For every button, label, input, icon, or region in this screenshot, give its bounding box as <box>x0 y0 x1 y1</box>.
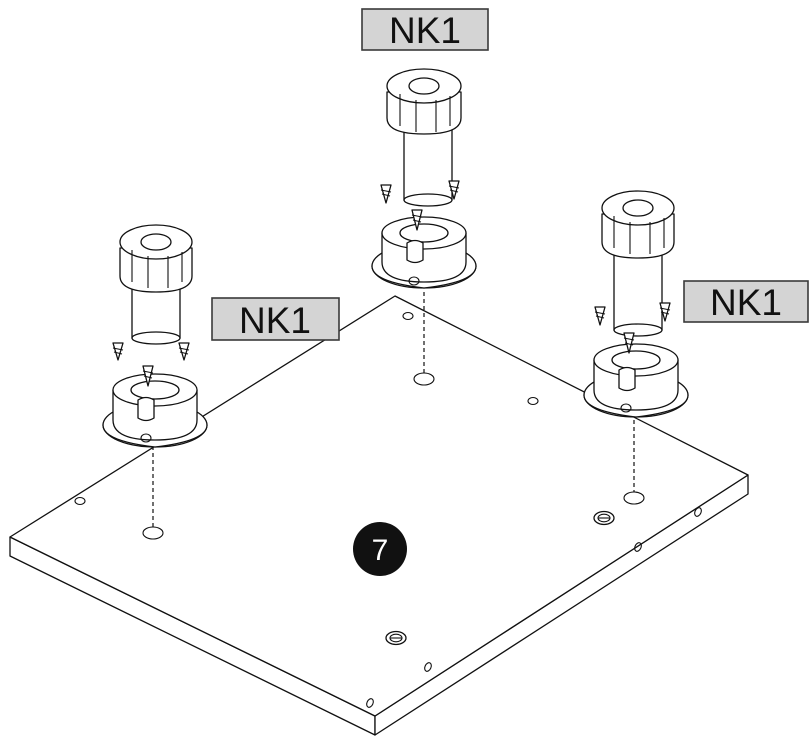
screw-icon <box>142 365 154 387</box>
part-label-top: NK1 <box>361 8 489 51</box>
screw-icon <box>380 184 392 204</box>
step-badge: 7 <box>353 522 407 576</box>
edge-holes <box>366 507 702 708</box>
part-label-top-text: NK1 <box>389 10 461 51</box>
part-label-left: NK1 <box>211 297 340 341</box>
part-label-right: NK1 <box>683 280 809 323</box>
leg-assembly-center <box>371 68 477 289</box>
cam-lock-icon <box>385 630 407 646</box>
part-label-right-text: NK1 <box>710 282 782 323</box>
screw-icon <box>594 306 606 326</box>
screw-icon <box>659 302 671 322</box>
screw-icon <box>411 209 423 231</box>
leg-assembly-right <box>583 190 689 418</box>
part-label-left-text: NK1 <box>239 300 311 341</box>
screw-icon <box>623 332 635 354</box>
screw-icon <box>178 342 190 361</box>
screw-icon <box>112 342 124 361</box>
cam-lock-icon <box>593 510 615 526</box>
screw-icon <box>448 180 460 200</box>
guide-lines <box>152 292 635 527</box>
step-number: 7 <box>372 534 389 567</box>
base-panel <box>9 295 749 736</box>
leg-assembly-left <box>102 224 208 448</box>
